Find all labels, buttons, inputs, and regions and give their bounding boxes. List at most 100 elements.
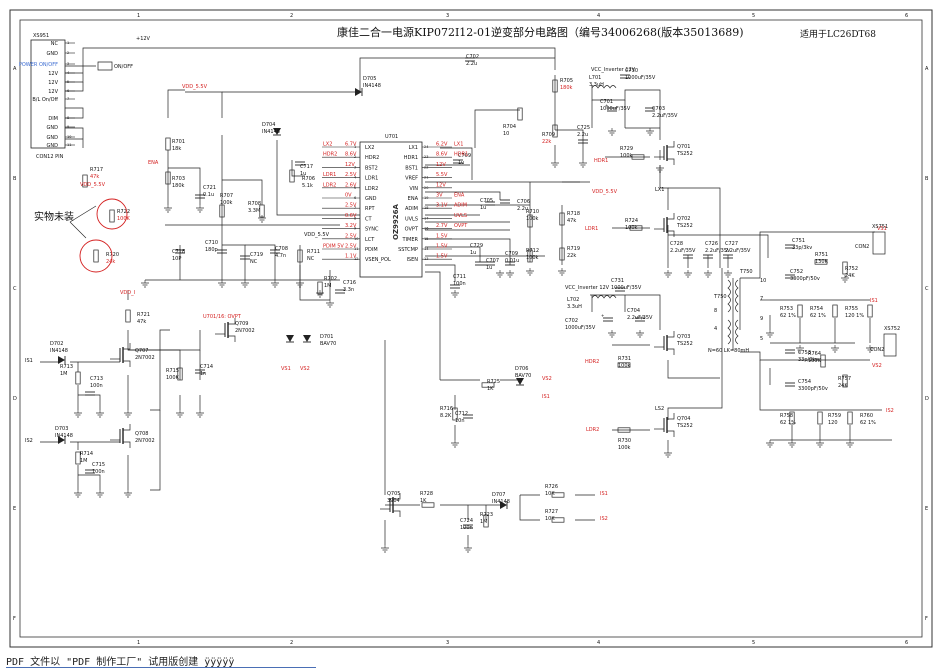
component-value: 100k <box>625 225 638 231</box>
component-value: 4.7n <box>275 253 286 259</box>
ground-symbol <box>258 215 266 223</box>
schematic-title: 康佳二合一电源KIP072I12-01逆变部分电路图（编号34006268(版本… <box>337 25 744 39</box>
component-value: 3.3uH <box>567 304 582 310</box>
net-label: VS1 <box>877 226 887 232</box>
net-label: VDD_5.5V <box>592 189 618 195</box>
connector-pin-label: GND <box>47 125 59 131</box>
net-label: VCC_Inverter 12V <box>591 67 636 73</box>
component-value: 62 1% <box>780 420 796 426</box>
component-ref: L701 <box>589 75 601 81</box>
grid-col-mark: 3 <box>446 13 449 19</box>
ground-symbol <box>816 440 824 448</box>
ic-pin-voltage: 12V <box>436 182 446 188</box>
xs752-ref: XS752 <box>884 326 900 332</box>
component-ref: R726 <box>545 484 558 490</box>
grid-col-mark: 3 <box>446 640 449 646</box>
ic-net-label: UVLS <box>454 213 467 219</box>
grid-row-mark: F <box>13 616 16 622</box>
transformer-t750 <box>727 278 739 350</box>
component-ref: R714 <box>80 451 93 457</box>
ic-pin-voltage: 12V <box>436 162 446 168</box>
component-value: TS252 <box>676 223 693 229</box>
ic-pin-voltage: 1.1V <box>345 254 357 260</box>
component-value: 1u <box>486 265 492 271</box>
net-label: LDR1 <box>585 226 598 232</box>
connector-pin-label: 12V <box>48 80 58 86</box>
ground-symbol <box>164 205 172 213</box>
ground-symbol <box>316 290 324 298</box>
component-ref: C704 <box>627 308 640 314</box>
component-value: 100k <box>618 445 631 451</box>
transformer-pin-num: 4 <box>714 326 717 332</box>
ic-pin-voltage: 2.5V <box>345 244 357 250</box>
polarity-mark: + <box>601 313 604 318</box>
ic-pin-label: PDIM <box>365 247 378 253</box>
component-ref: C708 <box>275 246 288 252</box>
component-value: 130K <box>815 259 829 265</box>
connector-xs951: XS951 NC1GND2POWER ON/OFF312V412V512V6B/… <box>19 33 133 160</box>
component-ref: C715 <box>92 462 105 468</box>
grid-row-mark: B <box>925 176 929 182</box>
net-label: IS1 <box>542 394 550 400</box>
component-value: 1M <box>60 371 68 377</box>
component-ref: C752 <box>790 269 803 275</box>
ic-pin-label: VIN <box>409 186 418 192</box>
component-value: 100k <box>220 200 233 206</box>
component-value: 1000uF/35V <box>611 285 642 291</box>
ic-net-label: HDR2 <box>323 152 337 158</box>
ground-symbol <box>608 128 616 136</box>
component-value: 47k <box>137 319 146 325</box>
component-ref: C728 <box>670 241 683 247</box>
component-ref: Q704 <box>677 416 690 422</box>
ic-pin-voltage: 5.5V <box>436 172 448 178</box>
component-ref: C719 <box>250 252 263 258</box>
component-value: TS252 <box>676 151 693 157</box>
wiring <box>40 47 892 545</box>
connector-pin-label: 12V <box>48 89 58 95</box>
net-label: HDR2 <box>585 359 599 365</box>
handwritten-note: 实物未装 <box>34 198 128 273</box>
component-ref: R704 <box>503 124 516 130</box>
component-ref: R721 <box>137 312 150 318</box>
component-value: IN4148 <box>55 433 73 439</box>
grid-row-mark: D <box>13 396 17 402</box>
component-ref: Q709 <box>235 321 248 327</box>
component-value: 3.3n <box>343 287 354 293</box>
net-label: HDR1 <box>594 158 608 164</box>
component-ref: R707 <box>220 193 233 199</box>
ground-symbol <box>646 128 654 136</box>
ic-pin-voltage: 8.6V <box>345 152 357 158</box>
grid-col-mark: 1 <box>137 640 140 646</box>
component-value: 100k <box>526 216 539 222</box>
component-value: 24K <box>838 383 848 389</box>
component-value: 1000uF/35V <box>565 325 596 331</box>
grid-col-mark: 4 <box>597 640 600 646</box>
component-value: 10K <box>545 516 555 522</box>
ic-pin-label: HDR2 <box>365 155 379 161</box>
ic-net-label: LX1 <box>454 142 463 148</box>
component-value: 1000uF/35V <box>625 75 656 81</box>
component-value: 2.2uF/35V <box>627 315 653 321</box>
component-ref: C731 <box>611 278 624 284</box>
connector-pin-label: POWER ON/OFF <box>19 62 58 68</box>
